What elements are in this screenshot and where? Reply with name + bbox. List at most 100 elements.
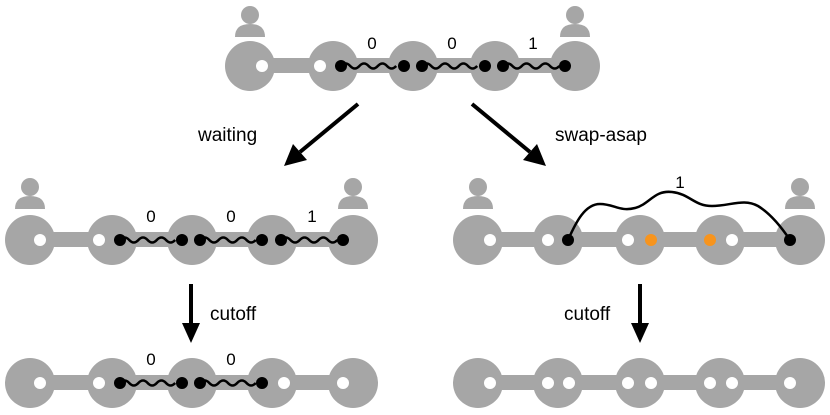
repeater-node [695,215,745,265]
entangled-qubit [256,377,268,389]
free-qubit [622,377,634,389]
entangled-qubit [559,60,571,72]
free-qubit [704,377,716,389]
link-age-label: 0 [146,350,155,369]
repeater-node [308,41,358,91]
free-qubit [278,377,290,389]
entangled-qubit [176,377,188,389]
repeater-node [328,358,378,408]
arrow-down-icon [284,144,307,166]
free-qubit [484,377,496,389]
repeater-node [328,215,378,265]
free-qubit [93,234,105,246]
repeater-node [388,41,438,91]
entangled-qubit [497,60,509,72]
repeater-node [167,358,217,408]
swapped-qubit [645,234,657,246]
repeater-node [87,215,137,265]
entangled-qubit [335,60,347,72]
entangled-qubit [114,377,126,389]
entanglement-link [119,379,177,387]
free-qubit [256,60,268,72]
user-icon [338,178,368,209]
entangled-qubit [784,234,796,246]
arrow-cutoff-right: cutoff [564,284,649,343]
link-age-label: 0 [226,207,235,226]
free-qubit [34,377,46,389]
repeater-node [87,358,137,408]
entanglement-link [280,236,339,244]
repeater-node [225,41,275,91]
link-age-label: 1 [675,173,684,192]
arrow-label-waiting: waiting [197,125,257,146]
free-qubit [542,377,554,389]
link-age-label: 0 [447,34,456,53]
chain-swap-asap: 1 [453,173,825,265]
entangled-qubit [562,234,574,246]
arrow-waiting: waiting [197,102,360,166]
free-qubit [784,377,796,389]
chain-swap-asap-cutoff [453,358,825,408]
free-qubit [93,377,105,389]
user-icon [463,178,493,209]
repeater-node [167,215,217,265]
repeater-node [5,215,55,265]
entanglement-link [119,236,177,244]
entangled-qubit [398,60,410,72]
entangled-qubit [176,234,188,246]
entangled-qubit [479,60,491,72]
arrow-swap-asap: swap-asap [470,102,647,166]
free-qubit [34,234,46,246]
repeater-node [470,41,520,91]
free-qubit [726,377,738,389]
repeater-node [695,358,745,408]
repeater-node [453,215,503,265]
chain-waiting-cutoff: 0 0 [5,350,378,408]
arrow-label-swap-asap: swap-asap [555,125,647,146]
repeater-node [5,358,55,408]
free-qubit [622,234,634,246]
free-qubit [726,234,738,246]
arrow-cutoff-left: cutoff [182,284,257,343]
entanglement-link [340,62,398,70]
repeater-node [533,358,583,408]
arrow-label-cutoff: cutoff [564,304,611,325]
arrow-label-cutoff: cutoff [210,304,257,325]
repeater-node [550,41,600,91]
swapped-qubit [704,234,716,246]
link-age-label: 0 [367,34,376,53]
link-age-label: 0 [226,350,235,369]
chain-waiting: 0 0 1 [5,178,378,265]
repeater-node [533,215,583,265]
free-qubit [563,377,575,389]
entanglement-link [566,190,792,241]
user-icon [235,6,265,37]
repeater-node [247,358,297,408]
chain-top: 0 0 1 [225,6,600,91]
arrow-down-icon [182,323,200,343]
repeater-node [615,358,665,408]
arrow-down-icon [523,144,546,166]
link-age-label: 1 [307,207,316,226]
entangled-qubit [114,234,126,246]
free-qubit [337,377,349,389]
entangled-qubit [337,234,349,246]
user-icon [785,178,815,209]
repeater-node [775,215,825,265]
entanglement-link [502,62,561,70]
entangled-qubit [194,377,206,389]
repeater-node [775,358,825,408]
link-age-label: 1 [528,34,537,53]
free-qubit [314,60,326,72]
user-icon [15,178,45,209]
repeater-node [615,215,665,265]
repeater-node [247,215,297,265]
entangled-qubit [275,234,287,246]
entangled-qubit [416,60,428,72]
free-qubit [645,377,657,389]
entanglement-link [199,379,257,387]
entanglement-link [199,236,257,244]
free-qubit [542,234,554,246]
free-qubit [484,234,496,246]
